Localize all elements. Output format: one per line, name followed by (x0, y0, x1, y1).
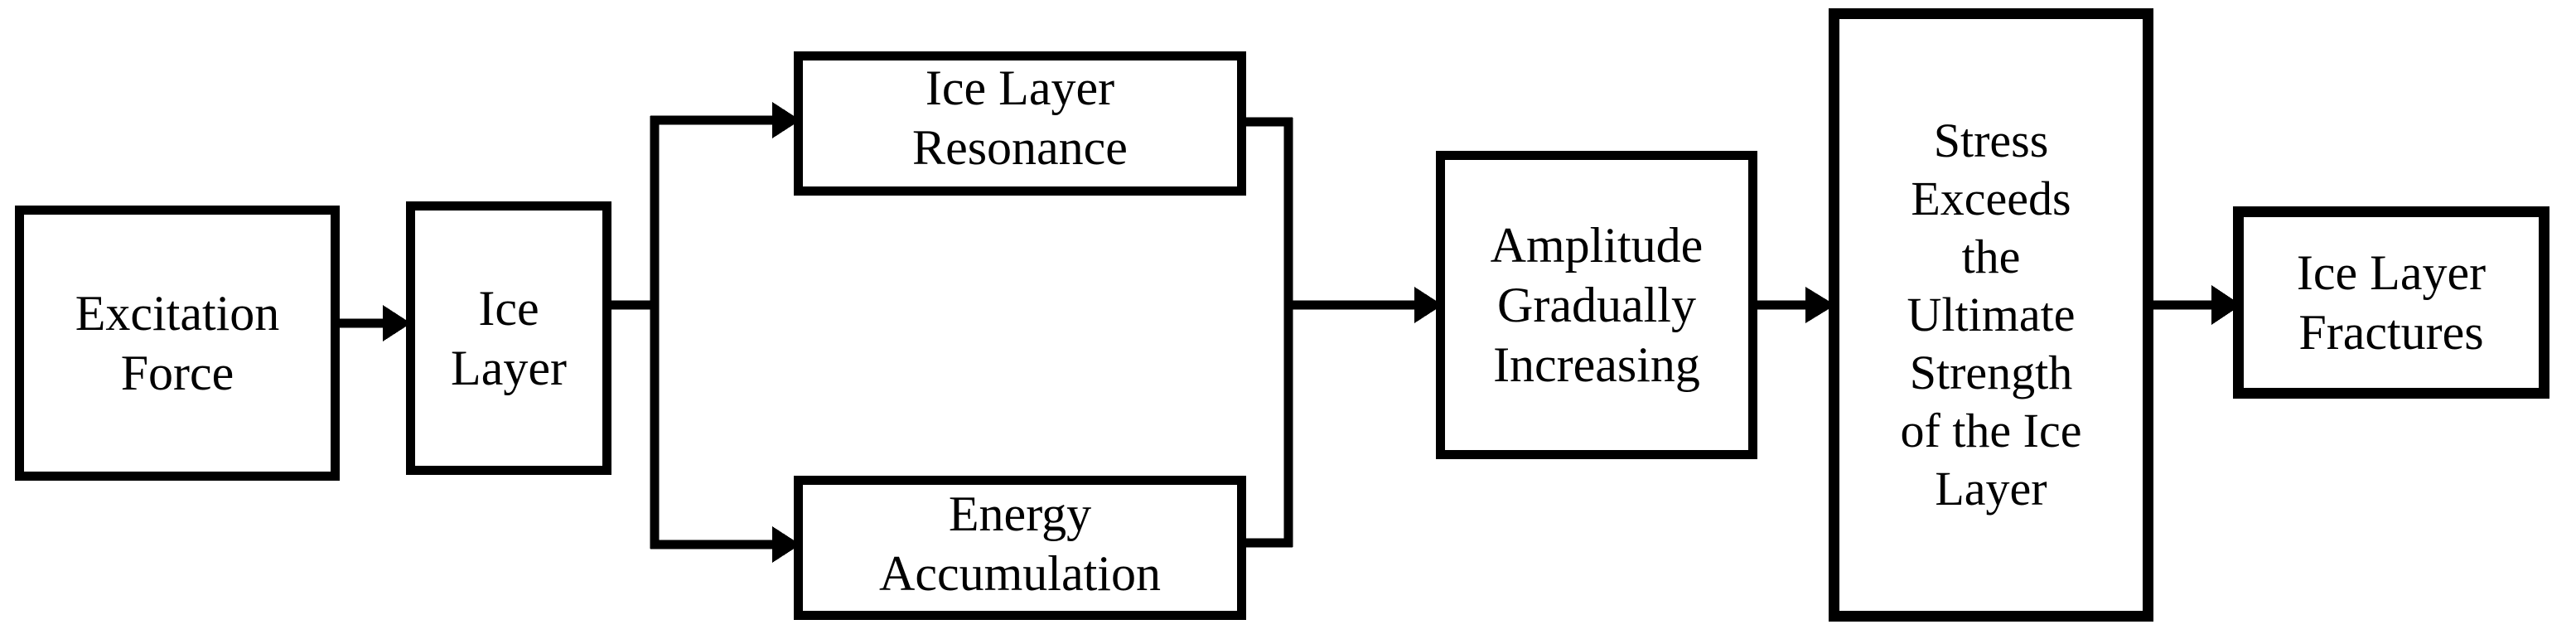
arrow-head-icon (2211, 285, 2241, 325)
edge-stress-to-fractures (2153, 285, 2241, 325)
arrow-head-icon (383, 305, 411, 341)
arrow-head-icon (1805, 287, 1835, 323)
node-box-amplitude-gradually-increasing[interactable] (1436, 151, 1757, 459)
node-box-energy-accumulation[interactable] (794, 476, 1246, 620)
edge-amplitude-to-stress (1757, 287, 1835, 323)
node-box-ice-layer-fractures[interactable] (2233, 206, 2549, 399)
arrow-head-icon (772, 526, 800, 563)
node-box-stress-exceeds-ultimate-strength[interactable] (1829, 8, 2153, 622)
arrow-head-icon (772, 102, 800, 138)
edge-branch-to-resonance (650, 102, 800, 138)
edge-branch-to-energy (650, 526, 800, 563)
edge-ice-layer-split (611, 116, 660, 549)
edge-excitation-to-ice-layer (340, 305, 411, 341)
node-box-excitation-force[interactable] (15, 206, 340, 481)
arrow-head-icon (1414, 287, 1443, 323)
edge-merge-to-amplitude (1283, 118, 1443, 547)
node-box-ice-layer-resonance[interactable] (794, 51, 1246, 196)
node-box-ice-layer[interactable] (406, 201, 611, 475)
